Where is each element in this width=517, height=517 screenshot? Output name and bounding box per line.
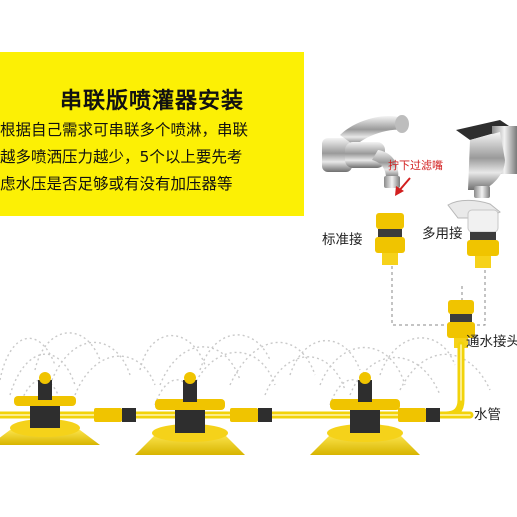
standard-connector-label: 标准接 [322, 232, 363, 248]
faucet-multi-icon [456, 120, 517, 198]
sprinkler-2-icon [135, 372, 245, 455]
water-spray [0, 332, 491, 406]
info-title: 串联版喷灌器安装 [59, 89, 244, 114]
water-pipe-label: 水管 [474, 407, 501, 423]
info-banner [0, 52, 304, 216]
unscrew-filter-label: 拧下过滤嘴 [388, 159, 443, 172]
sprinkler-1-icon [0, 372, 100, 445]
hose-joints [94, 408, 440, 422]
water-connector-label: 通水接头 [466, 334, 517, 350]
water-connector-icon [447, 300, 475, 348]
unscrew-arrow-icon [395, 177, 411, 196]
faucet-standard-icon [322, 115, 409, 188]
standard-connector-icon [375, 213, 405, 265]
sprinkler-3-icon [310, 372, 420, 455]
dashed-guide [391, 266, 486, 326]
multi-connector-label: 多用接 [422, 226, 463, 242]
info-line-2: 越多喷洒压力越少，5个以上要先考 [0, 148, 243, 166]
multi-connector-icon [447, 199, 501, 268]
info-line-3: 虑水压是否足够或有没有加压器等 [0, 175, 233, 193]
info-line-1: 根据自己需求可串联多个喷淋，串联 [0, 121, 249, 139]
